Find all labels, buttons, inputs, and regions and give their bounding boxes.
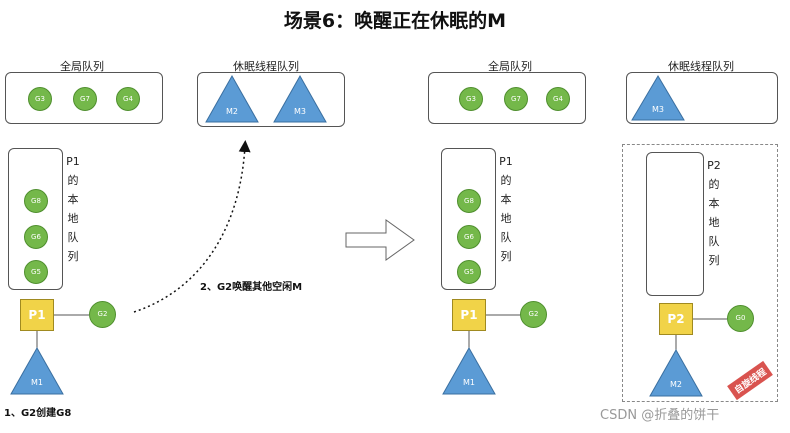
p1-local-queue-box: G8 G6 G5 <box>441 148 496 290</box>
goroutine-node: G5 <box>457 260 481 284</box>
processor-p1: P1 <box>452 299 486 331</box>
goroutine-node: G4 <box>116 87 140 111</box>
p1-local-queue-label: P1的本地队列 <box>66 155 80 263</box>
machine-label: M3 <box>652 105 664 114</box>
machine-label: M2 <box>670 380 682 389</box>
machine-label: M2 <box>226 107 238 116</box>
processor-p1: P1 <box>20 299 54 331</box>
goroutine-node: G2 <box>520 301 547 328</box>
goroutine-node: G3 <box>459 87 483 111</box>
machine-m2-spinning: M2 <box>649 335 703 397</box>
p1-local-queue-box: G8 G6 G5 <box>8 148 63 290</box>
note-wake-m: 2、G2唤醒其他空闲M <box>200 282 303 293</box>
wake-arrow <box>133 140 251 313</box>
machine-m1: M1 <box>10 331 64 395</box>
global-queue-box: G3 G7 G4 <box>5 72 163 124</box>
goroutine-node: G4 <box>546 87 570 111</box>
diagram-title: 场景6：唤醒正在休眠的M <box>283 10 507 32</box>
watermark: CSDN @折叠的饼干 <box>600 408 720 423</box>
sleep-queue-label: 休眠线程队列 <box>668 60 734 73</box>
machine-m3-sleeping: M3 <box>273 74 327 123</box>
note-create-goroutine: 1、G2创建G8 <box>4 408 72 419</box>
machine-label: M1 <box>463 378 475 387</box>
machine-label: M1 <box>31 378 43 387</box>
goroutine-node: G6 <box>457 225 481 249</box>
p2-local-queue-label: P2的本地队列 <box>707 159 721 267</box>
goroutine-node: G7 <box>73 87 97 111</box>
goroutine-node: G8 <box>24 189 48 213</box>
transition-arrow <box>345 219 415 261</box>
machine-label: M3 <box>294 107 306 116</box>
machine-m2-sleeping: M2 <box>205 74 259 123</box>
machine-m3-sleeping: M3 <box>631 75 685 121</box>
global-queue-label: 全局队列 <box>60 60 104 73</box>
goroutine-node: G0 <box>727 305 754 332</box>
goroutine-node: G6 <box>24 225 48 249</box>
goroutine-node: G7 <box>504 87 528 111</box>
processor-p2: P2 <box>659 303 693 335</box>
goroutine-node: G5 <box>24 260 48 284</box>
global-queue-label: 全局队列 <box>488 60 532 73</box>
p1-local-queue-label: P1的本地队列 <box>499 155 513 263</box>
global-queue-box: G3 G7 G4 <box>428 72 586 124</box>
goroutine-node: G8 <box>457 189 481 213</box>
sleep-queue-label: 休眠线程队列 <box>233 60 299 73</box>
p2-local-queue-box <box>646 152 704 296</box>
goroutine-node: G2 <box>89 301 116 328</box>
spinning-thread-group <box>622 144 778 402</box>
machine-m1: M1 <box>442 331 496 395</box>
goroutine-node: G3 <box>28 87 52 111</box>
